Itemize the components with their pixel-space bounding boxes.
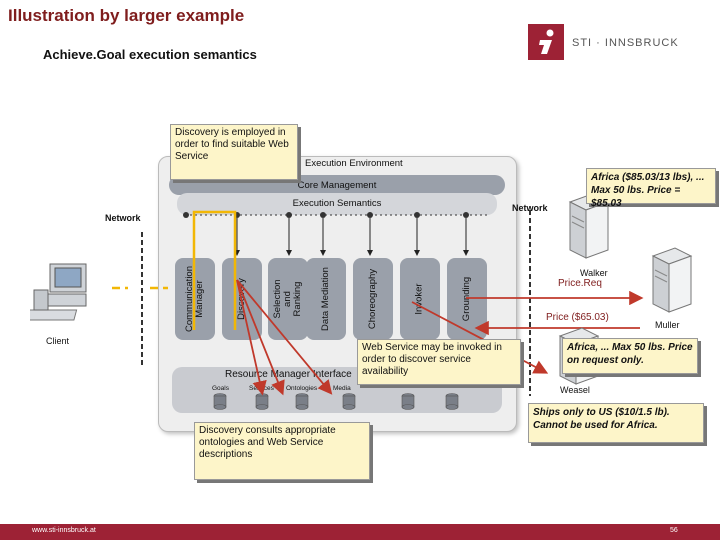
footer-bar [0, 524, 720, 540]
yellow-flow [112, 210, 237, 330]
page-number: 56 [670, 527, 678, 534]
network-label-left: Network [105, 213, 141, 223]
weasel-label: Weasel [560, 385, 590, 395]
walker-label: Walker [580, 268, 608, 278]
price-req-label: Price.Req [558, 278, 602, 289]
callout-muller-info: Africa, ... Max 50 lbs. Price on request… [562, 338, 698, 374]
repo-label-ontologies: Ontologies [286, 385, 318, 392]
execution-semantics-label: Execution Semantics [292, 198, 382, 209]
slide-subtitle: Achieve.Goal execution semantics [43, 47, 257, 62]
invoke-weasel-arrow [411, 301, 549, 374]
callout-discovery-consults: Discovery consults appropriate ontologie… [194, 422, 370, 480]
sti-logo-icon [528, 24, 564, 60]
component-data-mediation: Data Mediation [306, 258, 346, 340]
client-computer-icon [30, 263, 87, 321]
muller-server-icon [651, 247, 693, 313]
sti-logo: STI · INNSBRUCK [528, 24, 708, 64]
slide-title: Illustration by larger example [8, 6, 245, 25]
repository-icons [213, 393, 459, 410]
footer-url: www.sti-innsbruck.at [32, 527, 96, 534]
semantics-dots [183, 212, 469, 218]
callout-weasel-info: Ships only to US ($10/1.5 lb). Cannot be… [528, 403, 704, 443]
network-label-right: Network [512, 203, 548, 213]
core-management-label: Core Management [297, 180, 377, 191]
component-invoker: Invoker [400, 258, 440, 340]
callout-discovery-employed: Discovery is employed in order to find s… [170, 124, 298, 180]
core-management-bar [169, 175, 505, 195]
execution-semantics-bar [177, 193, 497, 215]
environment-label: Execution Environment [305, 158, 403, 169]
client-label: Client [46, 336, 70, 346]
component-choreography: Choreography [353, 258, 393, 340]
callout-ws-invoked: Web Service may be invoked in order to d… [357, 339, 521, 385]
muller-label: Muller [655, 320, 680, 330]
discovery-ontologies-arrow [236, 279, 285, 396]
callout-walker-info: Africa ($85.03/13 lbs), ... Max 50 lbs. … [586, 168, 716, 209]
logo-text: STI · INNSBRUCK [572, 37, 679, 49]
repo-label-goals: Goals [212, 385, 229, 392]
price-resp-label: Price ($65.03) [546, 312, 609, 323]
resource-manager-label: Resource Manager Interface [225, 369, 352, 380]
walker-server-icon [568, 193, 610, 259]
repo-label-media: Media [333, 385, 351, 392]
